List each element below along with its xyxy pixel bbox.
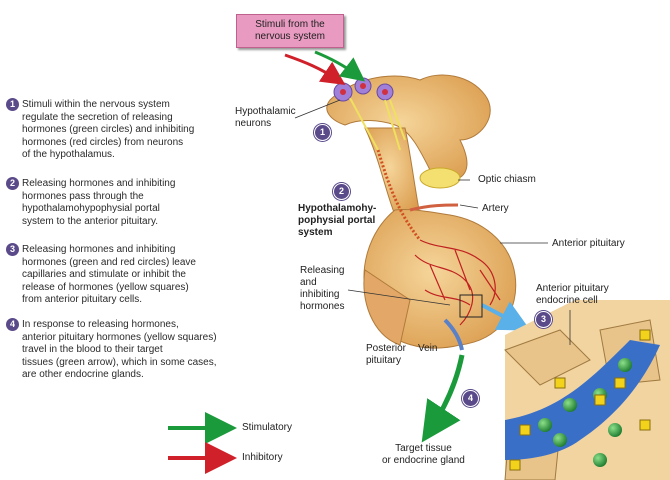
- label-hypothalamic-neurons: Hypothalamic neurons: [235, 106, 296, 130]
- stimulatory-stimulus-arrow: [314, 50, 366, 82]
- step-number-badge: 2: [6, 177, 19, 190]
- step-line: hormones (green and red circles) leave: [22, 256, 196, 268]
- label-posterior-pituitary: Posterior pituitary: [366, 343, 406, 367]
- artery-vessel: [409, 203, 459, 212]
- step-line: travel in the blood to their target: [22, 344, 163, 355]
- diagram-badge-3: 3: [535, 311, 552, 328]
- inset-zoom-arrow: [481, 301, 531, 331]
- label-line: pophysial portal: [298, 215, 376, 226]
- label-line: Anterior pituitary: [536, 283, 609, 294]
- label-anterior-pituitary: Anterior pituitary: [552, 238, 625, 249]
- label-artery: Artery: [482, 203, 509, 214]
- step-line: capillaries and stimulate or inhibit the: [22, 269, 186, 280]
- inhibitory-stimulus-arrow: [284, 53, 346, 85]
- label-line: and: [300, 277, 317, 288]
- inset-selection-box: [459, 294, 483, 318]
- label-line: neurons: [235, 118, 272, 129]
- label-line: inhibiting: [300, 289, 340, 300]
- portal-vessel: [376, 149, 422, 241]
- label-line: Posterior: [366, 343, 407, 354]
- stimuli-box: Stimuli from the nervous system: [236, 14, 344, 48]
- label-line: Target tissue: [395, 443, 452, 454]
- step-number-badge: 3: [6, 243, 19, 256]
- step-number-badge: 1: [6, 98, 19, 111]
- label-line: Releasing: [300, 265, 345, 276]
- step-line: from anterior pituitary cells.: [22, 294, 143, 305]
- optic-chiasm: [419, 167, 461, 189]
- step-line: anterior pituitary hormones (yellow squa…: [22, 331, 217, 343]
- stimuli-box-line2: nervous system: [254, 31, 326, 42]
- label-line: hormones: [300, 301, 345, 312]
- label-portal-system: Hypothalamohy- pophysial portal system: [298, 203, 376, 239]
- step-line: release of hormones (yellow squares): [22, 281, 189, 293]
- diagram-badge-2: 2: [333, 183, 350, 200]
- label-line: endocrine cell: [536, 295, 598, 306]
- legend-inhibitory-label: Inhibitory: [242, 452, 283, 463]
- target-tissue-arrow: [421, 354, 465, 443]
- label-line: Hypothalamic: [235, 106, 296, 117]
- step-line: are other endocrine glands.: [22, 369, 144, 380]
- label-line: pituitary: [366, 355, 402, 366]
- stimuli-box-line1: Stimuli from the: [255, 19, 325, 30]
- step-line: Stimuli within the nervous system: [22, 99, 170, 110]
- label-line: Hypothalamohy-: [298, 203, 377, 214]
- hypothalamic-neurons: [333, 77, 406, 151]
- label-vein: Vein: [418, 343, 438, 354]
- step-line: hormones pass through the: [22, 190, 144, 202]
- label-line: system: [298, 227, 333, 238]
- diagram-badge-1: 1: [314, 124, 331, 141]
- label-pointer-lines: [294, 99, 571, 345]
- step-line: Releasing hormones and inhibiting: [22, 244, 176, 255]
- hypothalamus: [326, 74, 491, 181]
- step-line: hormones (green circles) and inhibiting: [22, 124, 195, 135]
- legend-stimulatory-label: Stimulatory: [242, 422, 293, 433]
- capillary-network: [414, 239, 501, 326]
- step-line: hormones (red circles) from neurons: [22, 136, 184, 148]
- step-line: system to the anterior pituitary.: [22, 215, 158, 227]
- posterior-pituitary-lobe: [363, 269, 411, 346]
- label-anterior-pituitary-cell: Anterior pituitary endocrine cell: [536, 283, 609, 307]
- step-line: hypothalamohypophysial portal: [22, 203, 160, 214]
- diagram-badge-4: 4: [462, 390, 479, 407]
- step-line: regulate the secretion of releasing: [22, 111, 173, 123]
- label-line: or endocrine gland: [382, 455, 465, 466]
- step-line: of the hypothalamus.: [22, 149, 115, 160]
- label-optic-chiasm: Optic chiasm: [478, 174, 536, 185]
- step-line: Releasing hormones and inhibiting: [22, 178, 176, 189]
- step-line: tissues (green arrow), which in some cas…: [22, 356, 217, 368]
- step-line: In response to releasing hormones,: [22, 319, 179, 330]
- step-number-badge: 4: [6, 318, 19, 331]
- vein-vessel: [443, 318, 464, 351]
- label-target-tissue: Target tissue or endocrine gland: [382, 443, 465, 467]
- inset-panel: [504, 300, 670, 480]
- label-releasing-inhibiting-hormones: Releasing and inhibiting hormones: [300, 265, 344, 313]
